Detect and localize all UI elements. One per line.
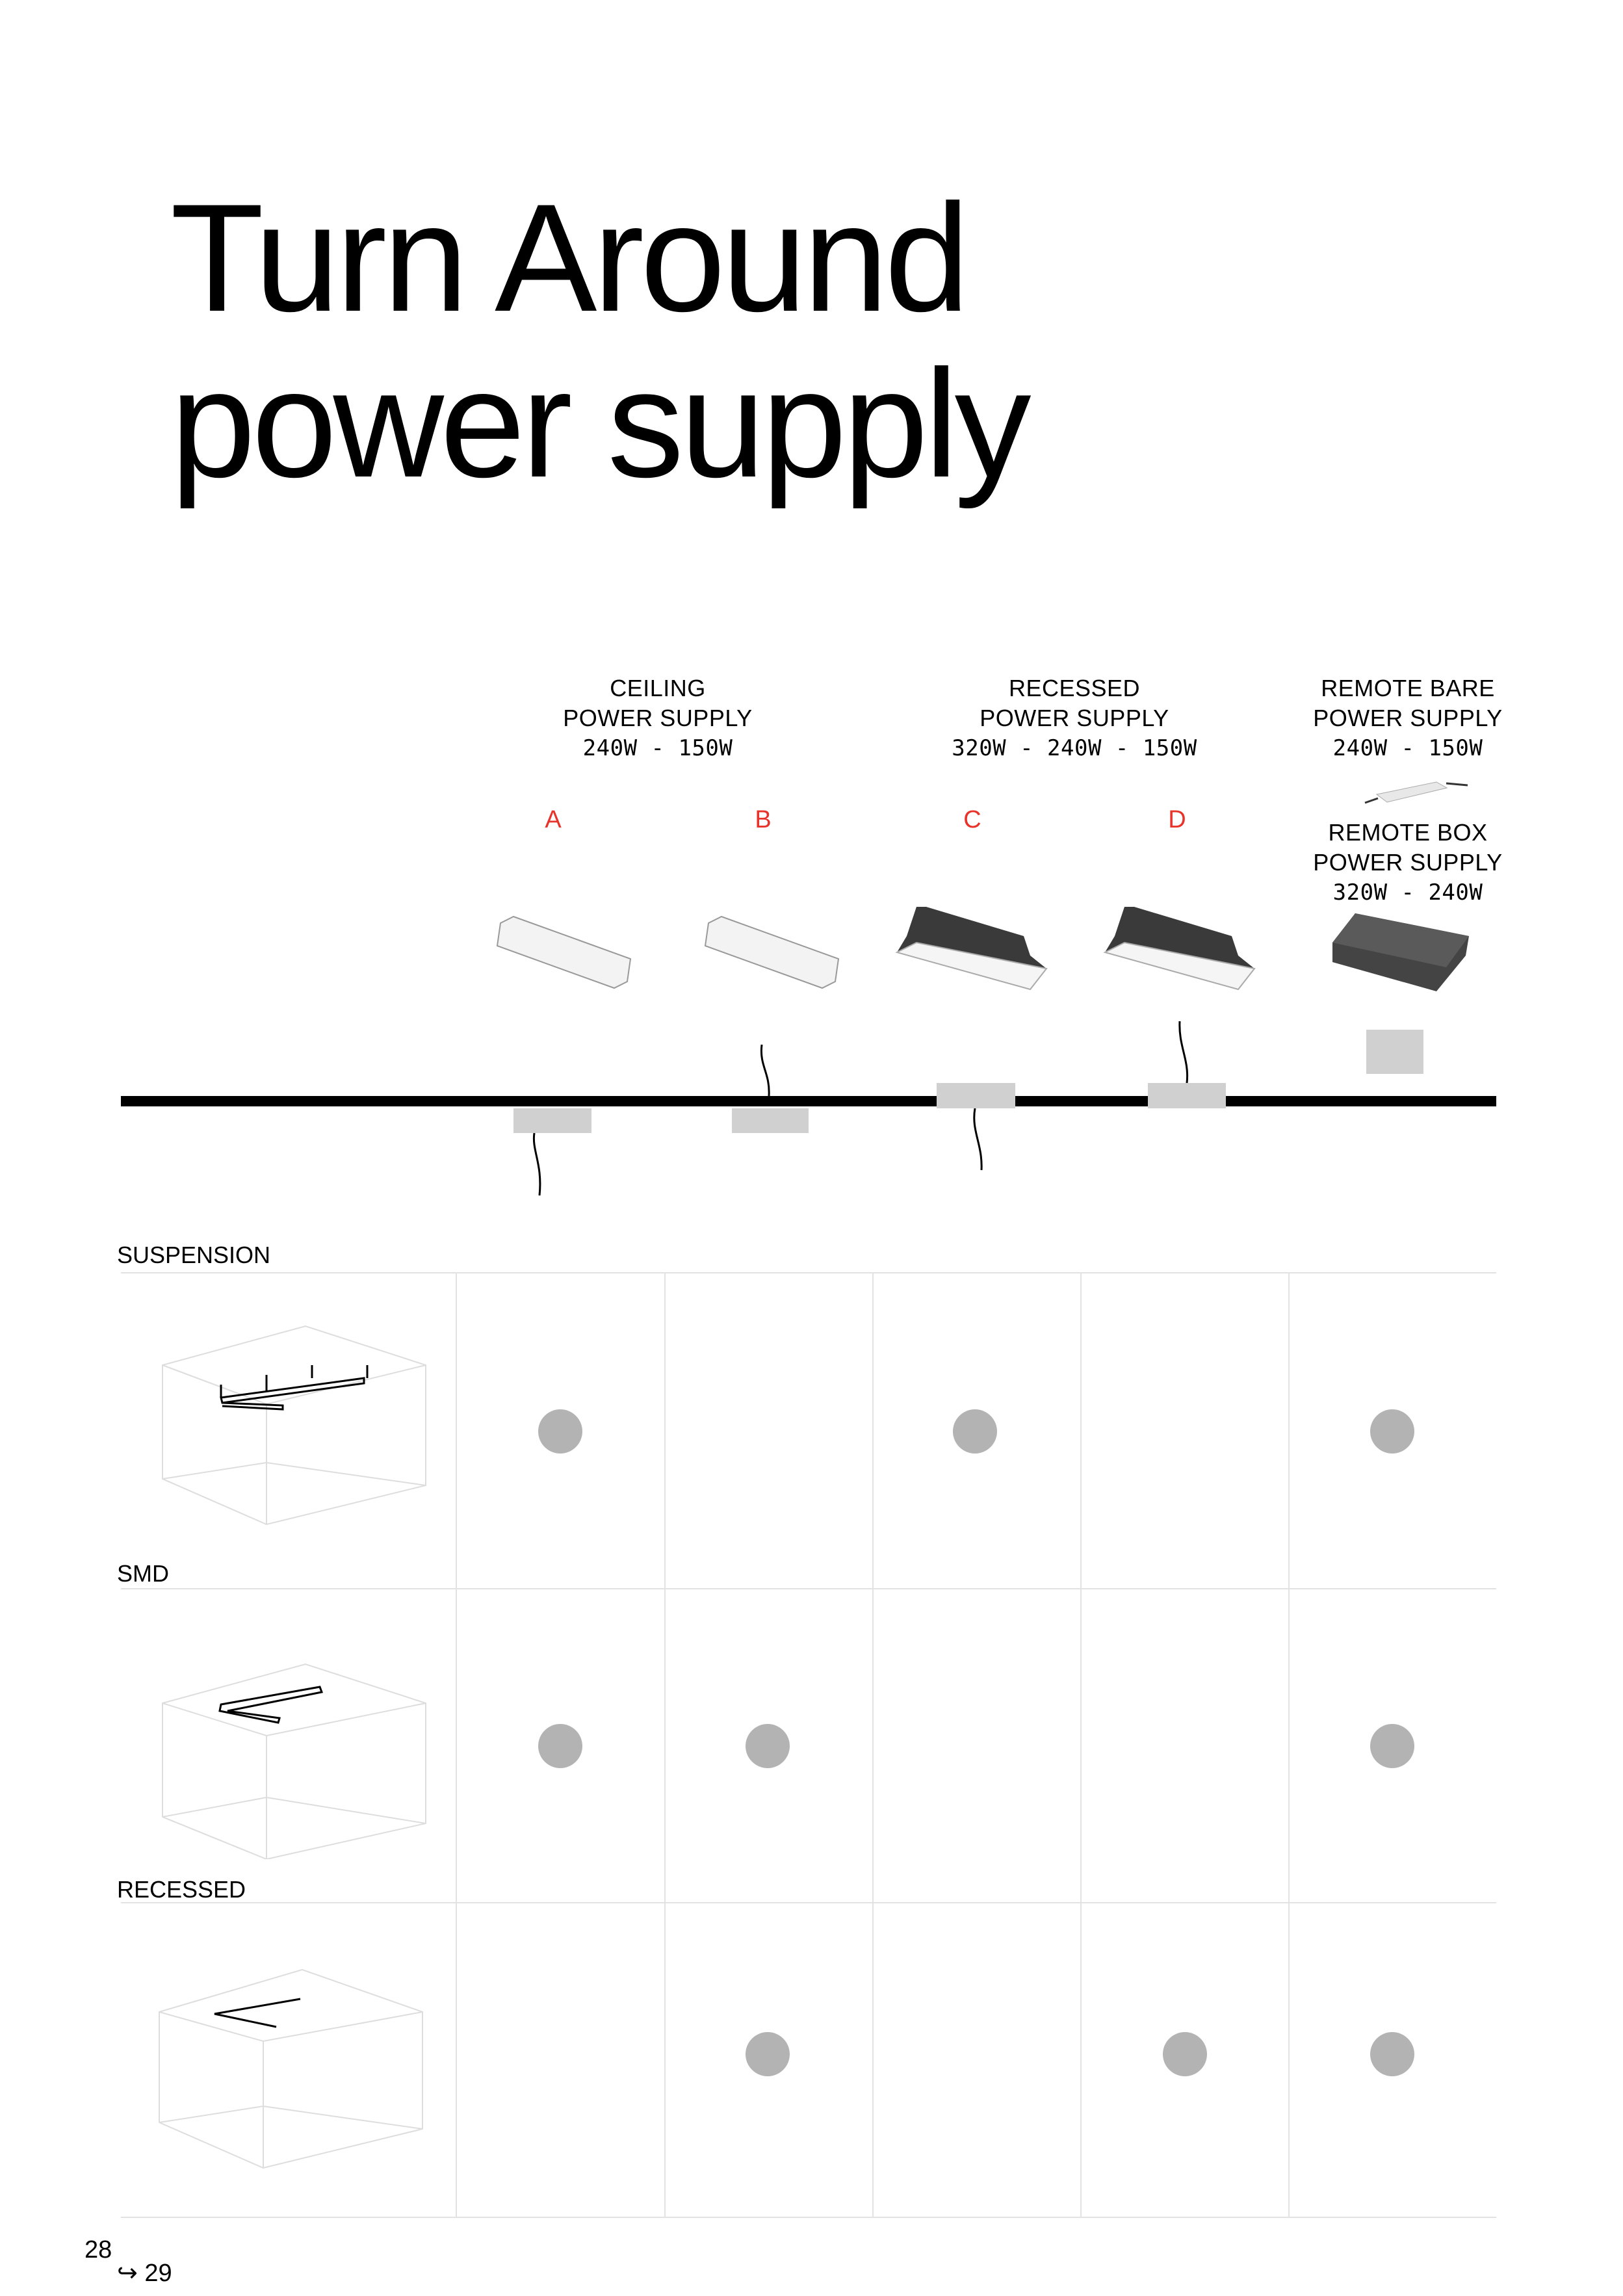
row-label-recessed: RECESSED (117, 1876, 246, 1903)
row-divider (121, 1588, 1496, 1589)
supply-box-d (1148, 1083, 1226, 1108)
supply-box-b (732, 1108, 809, 1133)
recessed-supply-d-image (1103, 907, 1256, 991)
compatibility-dot (1163, 2032, 1207, 2076)
remote-box-supply-image (1332, 913, 1469, 991)
header-recessed: RECESSED POWER SUPPLY 320W - 240W - 150W (905, 673, 1243, 763)
recessed-room-icon (159, 1968, 423, 2169)
supply-box-a (513, 1108, 591, 1133)
row-divider (121, 1272, 1496, 1273)
header-line: CEILING (610, 675, 706, 701)
supply-box-c (937, 1083, 1015, 1108)
track-bar (121, 1096, 1496, 1106)
compatibility-dot (953, 1409, 997, 1454)
compatibility-dot (1370, 1724, 1414, 1768)
product-illustrations (496, 781, 1469, 1196)
page-title: Turn Around power supply (170, 172, 1032, 510)
col-divider (872, 1272, 874, 2217)
header-watt: 320W - 240W - 150W (952, 735, 1197, 761)
col-divider (664, 1272, 666, 2217)
header-line: POWER SUPPLY (980, 705, 1169, 731)
ceiling-supply-a-image (496, 915, 632, 989)
row-label-smd: SMD (117, 1560, 169, 1587)
col-divider (1080, 1272, 1082, 2217)
header-line: POWER SUPPLY (1313, 705, 1503, 731)
header-line: POWER SUPPLY (1313, 849, 1503, 876)
wires (532, 1021, 1189, 1196)
page-number: 28 (84, 2236, 112, 2263)
header-line: REMOTE BOX (1328, 819, 1488, 846)
letter-c: C (963, 806, 981, 833)
header-line: REMOTE BARE (1321, 675, 1495, 701)
compatibility-dot (746, 2032, 790, 2076)
letter-b: B (755, 806, 772, 833)
row-divider (121, 2217, 1496, 2218)
header-remote-box: REMOTE BOX POWER SUPPLY 320W - 240W (1239, 818, 1577, 907)
col-divider (1288, 1272, 1290, 2217)
compatibility-dot (1370, 1409, 1414, 1454)
remote-bare-supply-image (1364, 781, 1468, 804)
smd-room-icon (162, 1663, 426, 1859)
row-divider (121, 1902, 1496, 1903)
compatibility-dot (538, 1409, 582, 1454)
col-divider (456, 1272, 457, 2217)
compatibility-dot (538, 1724, 582, 1768)
suspension-room-icon (162, 1325, 426, 1526)
letter-d: D (1168, 806, 1186, 833)
recessed-supply-c-image (895, 907, 1048, 991)
ceiling-supply-b-image (704, 915, 840, 989)
compatibility-dot (1370, 2032, 1414, 2076)
compatibility-dot (746, 1724, 790, 1768)
supply-box-remote (1366, 1030, 1423, 1074)
header-watt: 240W - 150W (1332, 735, 1483, 761)
title-line-1: Turn Around (170, 172, 970, 344)
header-watt: 320W - 240W (1332, 880, 1483, 906)
header-remote-bare: REMOTE BARE POWER SUPPLY 240W - 150W (1239, 673, 1577, 763)
hook-arrow-icon: ↪ (117, 2260, 138, 2287)
row-label-suspension: SUSPENSION (117, 1242, 271, 1268)
header-line: RECESSED (1008, 675, 1141, 701)
header-line: POWER SUPPLY (563, 705, 753, 731)
next-page-link[interactable]: ↪ 29 (117, 2258, 172, 2288)
next-page-number: 29 (144, 2260, 172, 2287)
header-ceiling: CEILING POWER SUPPLY 240W - 150W (489, 673, 827, 763)
letter-a: A (545, 806, 562, 833)
title-line-2: power supply (170, 338, 1032, 510)
header-watt: 240W - 150W (582, 735, 733, 761)
